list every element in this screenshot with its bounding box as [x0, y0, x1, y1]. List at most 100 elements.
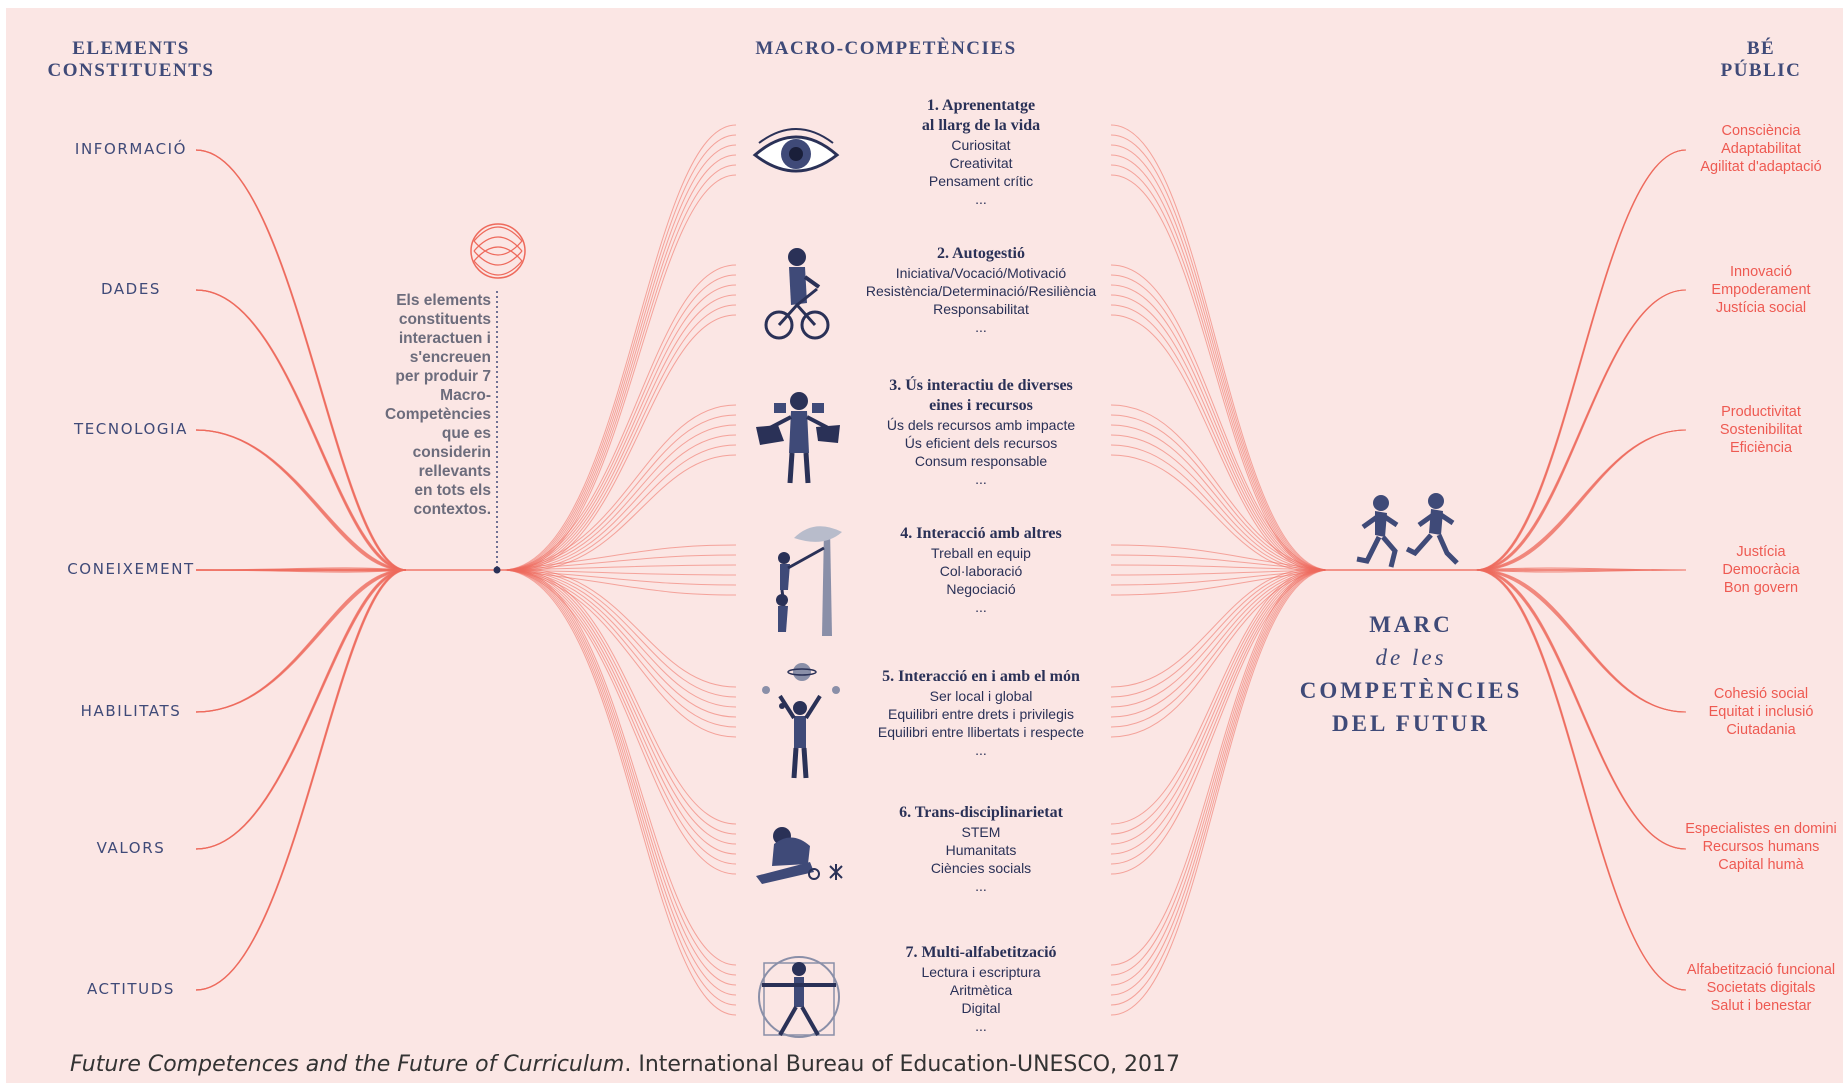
- competence-connector: [505, 568, 737, 688]
- competence-connector: [505, 304, 737, 571]
- competence-title: 7. Multi-alfabetització: [905, 944, 1057, 961]
- note-line: Macro-: [440, 387, 491, 404]
- competence-connector: [505, 569, 737, 855]
- competence-connector-right: [1110, 569, 1327, 855]
- marc-line3: COMPETÈNCIES: [1299, 678, 1523, 703]
- competence-connector: [505, 569, 737, 586]
- public-item: Justícia social: [1715, 300, 1807, 316]
- element-connector: [195, 569, 407, 713]
- public-item: Eficiència: [1729, 440, 1793, 456]
- competence-title: 2. Autogestió: [937, 245, 1025, 262]
- competence-connector-right: [1110, 444, 1327, 571]
- public-item: Justícia: [1736, 544, 1786, 560]
- competence-connector: [505, 124, 737, 571]
- competence-connector-right: [1110, 564, 1327, 571]
- planets-person-icon: [762, 663, 840, 779]
- competence-item: Ús eficient dels recursos: [904, 435, 1058, 451]
- competence-4: 4. Interacció amb altres Treball en equi…: [841, 524, 1121, 616]
- competence-connector-right: [1110, 569, 1327, 586]
- element-connector: [195, 569, 407, 991]
- competence-connector: [505, 134, 737, 571]
- competence-connector: [505, 569, 737, 825]
- competence-title: 3. Ús interactiu de diverses: [889, 377, 1073, 394]
- competence-item: ...: [975, 1018, 987, 1034]
- public-group-5: Cohesió social Equitat i inclusió Ciutad…: [1646, 685, 1843, 739]
- note-line: per produir 7: [395, 368, 491, 385]
- element-dades: DADES: [100, 280, 162, 298]
- competence-item: ...: [975, 878, 987, 894]
- marc-line2: de les: [1375, 645, 1447, 670]
- competence-title: 4. Interacció amb altres: [900, 525, 1062, 542]
- competence-title: eines i recursos: [929, 397, 1033, 414]
- competence-connector: [505, 554, 737, 571]
- competence-connector-right: [1110, 569, 1327, 976]
- competence-connector-right: [1110, 134, 1327, 571]
- note-line: Els elements: [396, 292, 491, 309]
- reading-person-icon: [756, 827, 843, 884]
- public-connector: [1475, 569, 1687, 991]
- marc-line4: DEL FUTUR: [1332, 711, 1490, 736]
- public-item: Innovació: [1729, 264, 1793, 280]
- connector-lines: [195, 124, 1687, 1016]
- competence-connector: [505, 434, 737, 571]
- competence-connector: [505, 569, 737, 986]
- competence-connector: [505, 314, 737, 571]
- competence-connector-right: [1110, 569, 1327, 986]
- competence-connector-right: [1110, 164, 1327, 571]
- competence-connector-right: [1110, 124, 1327, 571]
- competence-connector-right: [1110, 434, 1327, 571]
- competence-item: ...: [975, 599, 987, 615]
- public-item: Equitat i inclusió: [1708, 704, 1814, 720]
- competence-5: 5. Interacció en i amb el món Ser local …: [841, 667, 1121, 759]
- competence-item: Consum responsable: [914, 453, 1048, 469]
- caption-rest: . International Bureau of Education-UNES…: [624, 1052, 1181, 1077]
- competence-connector: [505, 569, 737, 698]
- competence-item: Creativitat: [949, 155, 1013, 171]
- competence-connector-right: [1110, 569, 1327, 698]
- marc-line1: MARC: [1369, 612, 1453, 637]
- note-line: que es: [441, 425, 491, 442]
- public-item: Ciutadania: [1726, 722, 1796, 738]
- competence-title: 5. Interacció en i amb el món: [882, 668, 1080, 685]
- competence-connector: [505, 569, 737, 738]
- competence-connector: [505, 569, 737, 996]
- competence-item: Col·laboració: [939, 563, 1023, 579]
- competence-connector-right: [1110, 264, 1327, 571]
- public-connector: [1475, 569, 1687, 850]
- public-item: Especialistes en domini: [1685, 821, 1837, 837]
- competence-connector: [505, 569, 737, 576]
- competence-connector-right: [1110, 569, 1327, 708]
- competence-connector: [505, 569, 737, 845]
- competence-connector: [505, 569, 737, 875]
- competence-connector: [505, 274, 737, 571]
- competence-connector-right: [1110, 294, 1327, 571]
- diagram-canvas: ELEMENTS CONSTITUENTS MACRO-COMPETÈNCIES…: [6, 8, 1843, 1083]
- public-connector: [1475, 149, 1687, 571]
- public-connector: [1475, 569, 1687, 713]
- public-item: Capital humà: [1718, 857, 1804, 873]
- element-tecnologia: TECNOLOGIA: [73, 420, 189, 438]
- eye-icon: [752, 128, 840, 173]
- runners-icon: [1356, 493, 1459, 568]
- header-elements-line1: ELEMENTS: [72, 38, 190, 59]
- competence-connector: [505, 569, 737, 728]
- element-valors: VALORS: [96, 839, 166, 857]
- public-item: Adaptabilitat: [1721, 141, 1801, 157]
- climbing-tree-icon: [776, 526, 842, 636]
- public-item: Societats digitals: [1706, 980, 1816, 996]
- competence-connector: [505, 544, 737, 571]
- header-elements-line2: CONSTITUENTS: [47, 60, 215, 81]
- public-item: Productivitat: [1721, 404, 1801, 420]
- competence-item: Ús dels recursos amb impacte: [886, 417, 1076, 433]
- competence-connector: [505, 154, 737, 571]
- element-connector: [195, 429, 407, 571]
- public-item: Alfabetització funcional: [1686, 962, 1836, 978]
- competence-item: Pensament crític: [928, 173, 1034, 189]
- competence-item: Aritmètica: [949, 982, 1013, 998]
- competence-connector-right: [1110, 569, 1327, 1006]
- competence-connector-right: [1110, 569, 1327, 875]
- public-connector: [1475, 569, 1687, 573]
- public-item: Bon govern: [1723, 580, 1799, 596]
- competence-item: Iniciativa/Vocació/Motivació: [895, 265, 1067, 281]
- competence-connector-right: [1110, 174, 1327, 571]
